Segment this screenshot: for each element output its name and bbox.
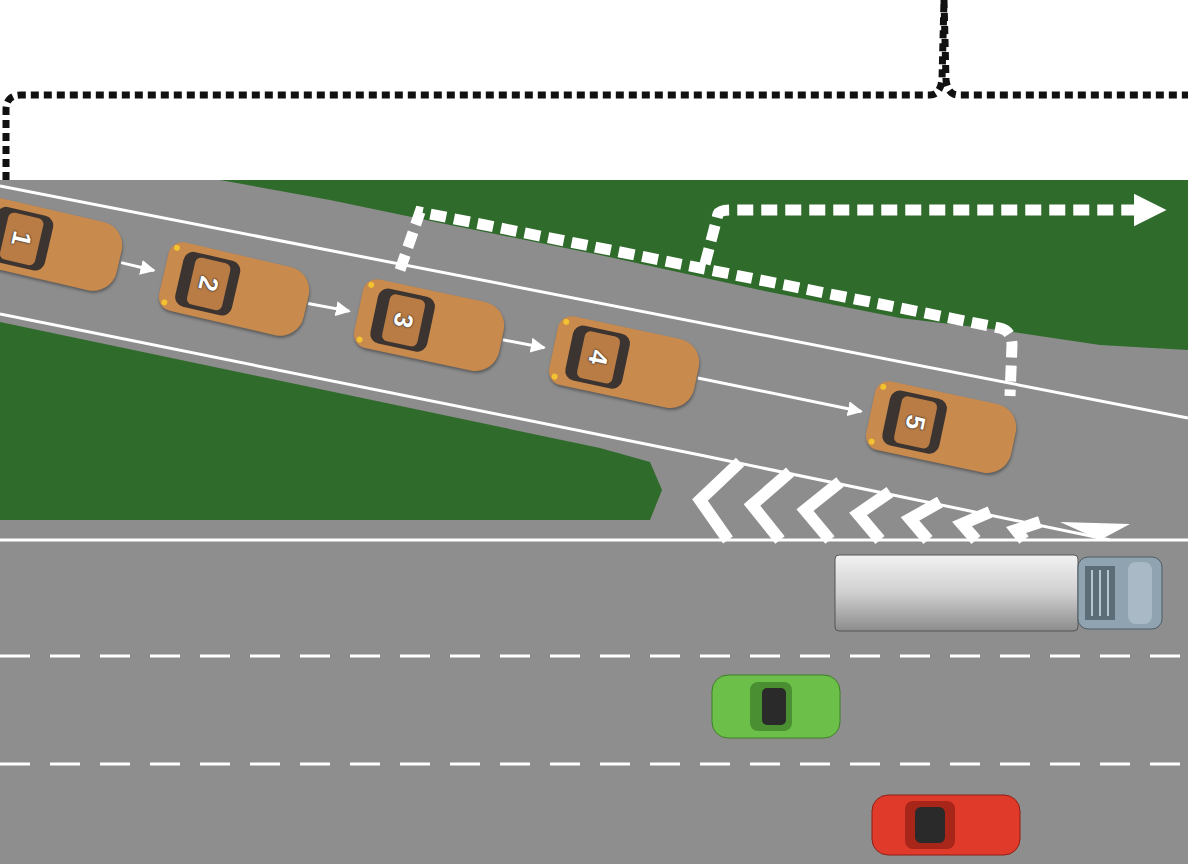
motorway (0, 540, 1188, 864)
car-lamp (880, 383, 887, 390)
lane-edge-line (0, 186, 1188, 418)
green-car (712, 675, 840, 738)
car-node: 3 (351, 277, 508, 376)
car-node: 4 (546, 314, 703, 413)
truck (835, 555, 1162, 631)
flow-arrow (503, 340, 545, 348)
dotted-route (400, 212, 1012, 396)
chevron-tip (1060, 522, 1130, 540)
flow-arrow (308, 303, 349, 311)
lane-divider (0, 763, 1188, 766)
car-lamp (868, 438, 875, 445)
car-node: 1 (0, 194, 127, 295)
car-node: 2 (156, 239, 314, 340)
dotted-route (6, 0, 1188, 180)
motorway-edge-line (0, 539, 1188, 542)
car-node: 5 (863, 379, 1020, 478)
car-lamp (356, 336, 363, 343)
dotted-route-arrow (705, 210, 1150, 264)
car-lamp (161, 299, 168, 306)
flow-arrow (121, 263, 154, 271)
car-lamp (551, 373, 558, 380)
asphalt (0, 180, 1188, 864)
car-lamp (563, 318, 570, 325)
red-car (872, 795, 1020, 855)
flow-arrow (698, 378, 862, 412)
car-lamp (173, 244, 180, 251)
lane-edge-line (0, 314, 1110, 540)
lane-divider (0, 655, 1188, 658)
car-lamp (368, 281, 375, 288)
chevron-markings (700, 462, 1040, 540)
